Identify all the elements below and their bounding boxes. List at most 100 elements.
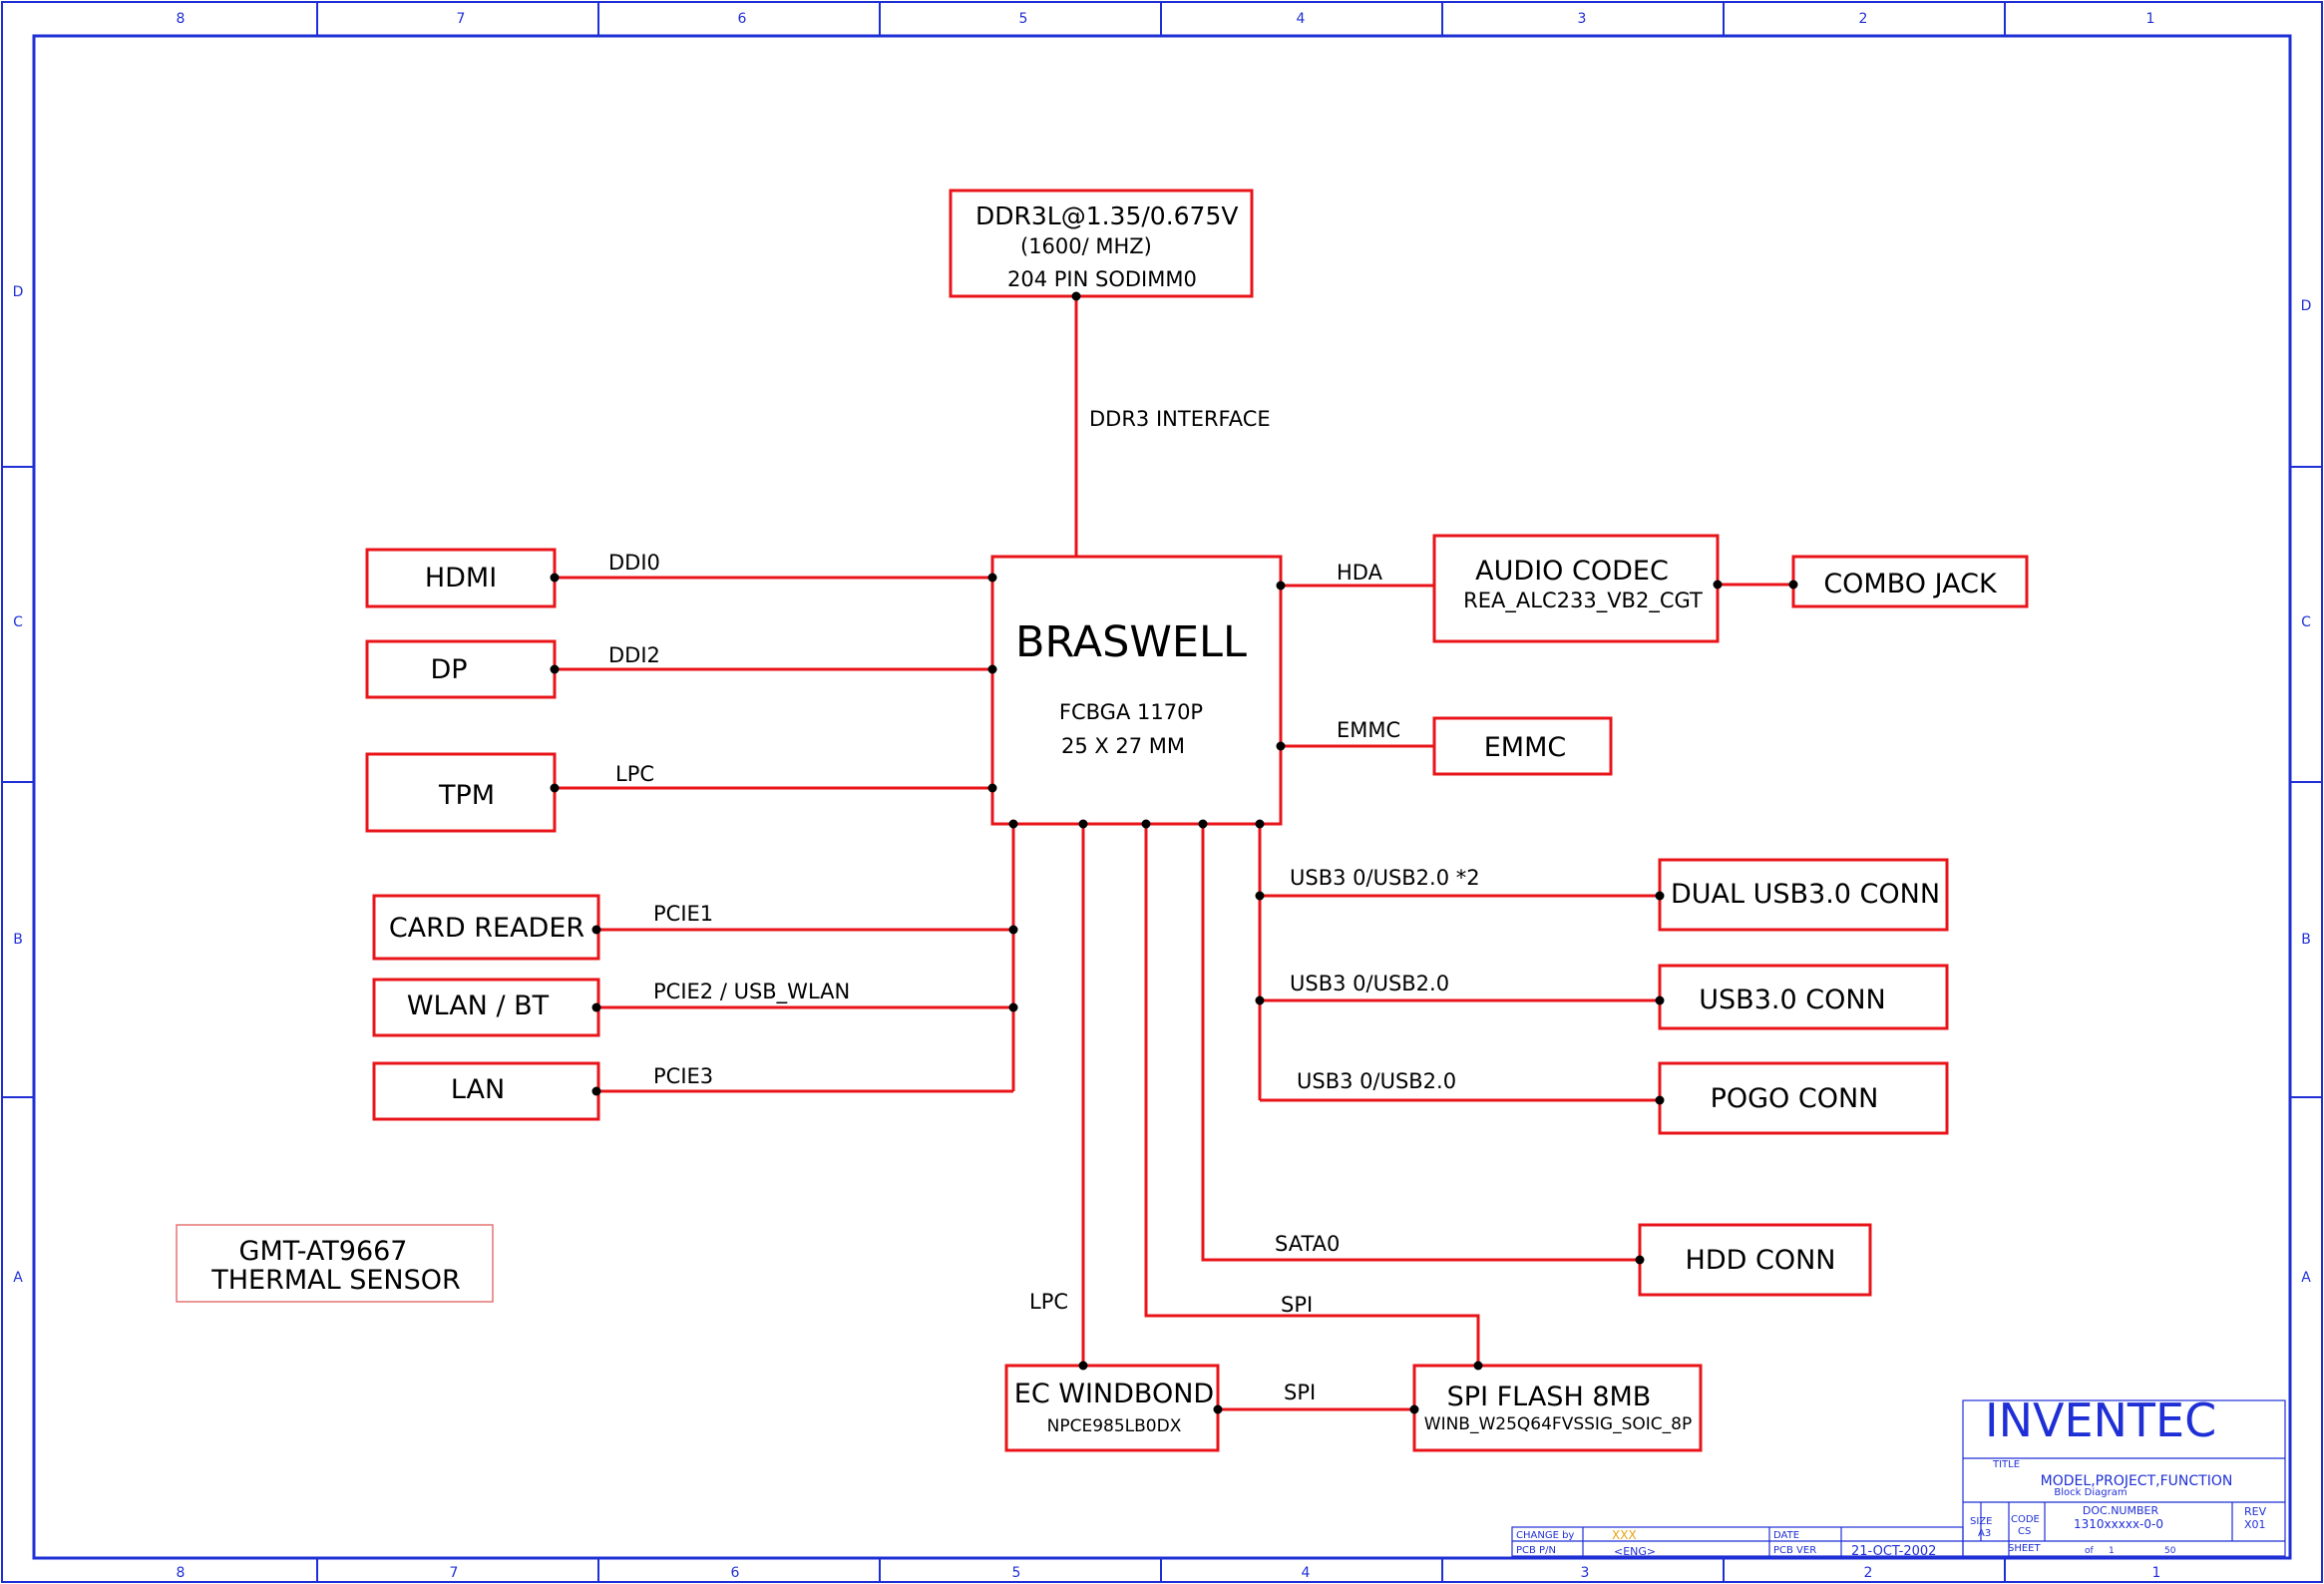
junction-ec-spi [1213, 1404, 1223, 1414]
junction-flash-spi [1473, 1361, 1483, 1371]
hda-label: HDA [1337, 561, 1383, 585]
zone-left-b: B [13, 932, 23, 948]
blocks: DDR3L@1.35/0.675V (1600/ MHZ) 204 PIN SO… [176, 189, 2029, 1452]
junction-card-reader [591, 925, 601, 935]
zone-top-1: 1 [2146, 11, 2155, 27]
audio-codec-block: AUDIO CODEC REA_ALC233_VB2_CGT [1432, 534, 1720, 643]
combo-jack-block: COMBO JACK [1791, 555, 2029, 608]
junction-cpu-ddi0 [987, 573, 997, 583]
emmc-block: EMMC [1432, 716, 1613, 776]
pogo-conn-block: POGO CONN [1658, 1061, 1949, 1135]
junction-cpu-lpc-ec [1078, 819, 1088, 829]
zone-bottom-2: 2 [1864, 1565, 1873, 1581]
ddr3-voltage-label: DDR3L@1.35/0.675V [975, 201, 1238, 230]
lpc-tpm-label: LPC [615, 762, 654, 786]
zone-right-a: A [2301, 1270, 2311, 1286]
lan-block: LAN [372, 1061, 600, 1121]
sheet-label: SHEET [2008, 1543, 2042, 1554]
zone-top-3: 3 [1578, 11, 1587, 27]
junction-wlan [591, 1002, 601, 1012]
zone-bottom-3: 3 [1581, 1565, 1590, 1581]
date-value: 21-OCT-2002 [1851, 1544, 1936, 1559]
size-label: SIZE [1970, 1516, 1992, 1527]
zone-bottom-8: 8 [177, 1565, 186, 1581]
ddi0-label: DDI0 [608, 551, 660, 575]
usb3-conn-block: USB3.0 CONN [1658, 964, 1949, 1030]
audio-codec-part: REA_ALC233_VB2_CGT [1463, 589, 1703, 613]
code-value: CS [2018, 1526, 2031, 1537]
zone-top-2: 2 [1859, 11, 1868, 27]
braswell-cpu-block: BRASWELL FCBGA 1170P 25 X 27 MM [990, 555, 1283, 826]
of-label: of [2085, 1546, 2095, 1556]
sata0-label: SATA0 [1275, 1232, 1340, 1256]
zone-right-b: B [2301, 932, 2311, 948]
zone-left-a: A [13, 1270, 23, 1286]
audio-codec-label: AUDIO CODEC [1475, 556, 1669, 587]
ec-windbond-part: NPCE985LB0DX [1047, 1416, 1182, 1436]
wires [555, 296, 1793, 1411]
title-block: INVENTEC TITLE MODEL,PROJECT,FUNCTION Bl… [1511, 1393, 2286, 1559]
junction-pogo [1655, 1095, 1665, 1105]
zone-top-7: 7 [457, 11, 466, 27]
junction-cpu-sata [1198, 819, 1208, 829]
hdd-conn-block: HDD CONN [1638, 1223, 1872, 1297]
zone-right-c: C [2301, 614, 2311, 630]
zone-top-6: 6 [738, 11, 747, 27]
zone-right-d: D [2301, 298, 2312, 314]
hdd-conn-label: HDD CONN [1686, 1245, 1836, 1276]
junction-tpm [550, 783, 560, 793]
zone-bottom-7: 7 [450, 1565, 459, 1581]
cpu-size: 25 X 27 MM [1061, 734, 1185, 758]
zone-top-8: 8 [177, 11, 186, 27]
change-by-label: CHANGE by [1516, 1530, 1574, 1541]
junction-dual-usb [1655, 891, 1665, 901]
card-reader-label: CARD READER [389, 913, 584, 944]
pogo-conn-label: POGO CONN [1711, 1083, 1879, 1114]
junction-ec-lpc [1078, 1361, 1088, 1371]
junction-hdmi [550, 573, 560, 583]
zone-top-4: 4 [1297, 11, 1306, 27]
zone-bottom-6: 6 [731, 1565, 740, 1581]
junction-cpu-emmc [1276, 741, 1286, 751]
ec-windbond-label: EC WINDBOND [1014, 1379, 1214, 1409]
rev-value: X01 [2244, 1518, 2266, 1531]
usb-bus2-label: USB3 0/USB2.0 [1290, 972, 1449, 995]
hdmi-block: HDMI [365, 548, 557, 608]
title-label: TITLE [1992, 1459, 2020, 1470]
junction-usb1 [1255, 891, 1265, 901]
usb3-conn-label: USB3.0 CONN [1699, 985, 1885, 1015]
pcie2-label: PCIE2 / USB_WLAN [653, 980, 850, 1004]
ddr3-sodimm-label: 204 PIN SODIMM0 [1007, 267, 1197, 291]
sheet-number: 1 [2109, 1546, 2115, 1556]
thermal-sensor-block: GMT-AT9667 THERMAL SENSOR [176, 1224, 494, 1303]
junction-cpu-spi [1141, 819, 1151, 829]
junction-ddr3 [1071, 291, 1081, 301]
emmc-label: EMMC [1484, 732, 1567, 763]
wire-spi-top [1144, 824, 1480, 1366]
usb-bus1-label: USB3 0/USB2.0 *2 [1290, 866, 1480, 890]
card-reader-block: CARD READER [372, 894, 600, 961]
date-label: DATE [1773, 1530, 1799, 1541]
junction-usb3-conn [1655, 995, 1665, 1005]
zone-left-d: D [13, 284, 24, 300]
junction-dots [550, 291, 1798, 1414]
spi-flash-label: SPI FLASH 8MB [1447, 1382, 1652, 1412]
junction-cpu-lpc [987, 783, 997, 793]
dp-label: DP [430, 654, 467, 685]
rev-label: REV [2244, 1505, 2267, 1518]
junction-cpu-hda [1276, 581, 1286, 591]
hdmi-label: HDMI [425, 563, 497, 594]
block-diagram-subtitle: Block Diagram [2054, 1487, 2127, 1498]
zone-bottom-5: 5 [1012, 1565, 1021, 1581]
size-value: A3 [1978, 1528, 1991, 1539]
emmc-bus-label: EMMC [1337, 718, 1400, 742]
usb-bus3-label: USB3 0/USB2.0 [1297, 1069, 1456, 1093]
doc-number-label: DOC.NUMBER [2083, 1504, 2159, 1517]
ddr3-speed-label: (1600/ MHZ) [1020, 234, 1152, 258]
pcb-ver-label: PCB VER [1773, 1545, 1816, 1556]
lpc-ec-label: LPC [1029, 1290, 1068, 1314]
junction-combo-jack [1788, 580, 1798, 590]
spi-flash-block: SPI FLASH 8MB WINB_W25Q64FVSSIG_SOIC_8P [1412, 1364, 1703, 1452]
spi-top-label: SPI [1281, 1293, 1313, 1317]
